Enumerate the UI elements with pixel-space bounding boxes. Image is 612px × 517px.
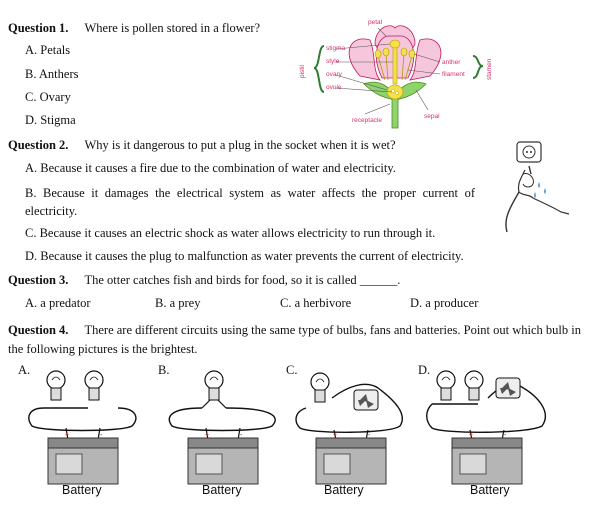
fan-icon	[495, 377, 521, 399]
fan-icon	[353, 389, 379, 411]
q2-option-b[interactable]: B. Because it damages the electrical sys…	[25, 186, 475, 218]
q2-option-a[interactable]: A. Because it causes a fire due to the c…	[25, 161, 396, 175]
bulb-icon	[310, 372, 330, 403]
battery-caption-a: Battery	[62, 483, 102, 497]
q1-option-c[interactable]: C. Ovary	[25, 90, 71, 104]
svg-text:+: +	[65, 432, 69, 439]
label-receptacle: receptacle	[352, 117, 382, 124]
q4-option-a[interactable]: A.	[18, 363, 31, 377]
q3-header: Question 3. The otter catches fish and b…	[8, 273, 400, 288]
wet-plug-illustration	[505, 141, 570, 233]
q4-option-c[interactable]: C.	[286, 363, 298, 377]
circuit-c[interactable]: + - Battery	[286, 366, 414, 506]
q4-option-b[interactable]: B.	[158, 363, 170, 377]
label-stamen: stamen	[486, 58, 493, 80]
bulb-icon	[84, 370, 104, 401]
svg-text:+: +	[333, 432, 337, 439]
bulb-icon	[436, 370, 456, 401]
circuit-b[interactable]: + - Battery	[158, 366, 286, 506]
q2-option-d[interactable]: D. Because it causes the plug to malfunc…	[25, 249, 464, 263]
stamen-brace	[472, 55, 484, 79]
svg-text:+: +	[469, 432, 473, 439]
plug-cable-icon	[505, 191, 520, 233]
battery-icon: + -	[47, 432, 119, 485]
svg-text:+: +	[205, 432, 209, 439]
pistil-brace	[313, 45, 325, 93]
q4-option-d[interactable]: D.	[418, 363, 431, 377]
label-petal: petal	[368, 19, 383, 26]
style-shape	[392, 45, 398, 85]
q1-label: Question 1.	[8, 21, 69, 35]
circuit-d[interactable]: + - Battery	[418, 366, 558, 506]
label-ovule: ovule	[326, 84, 342, 91]
q4-question: There are different circuits using the s…	[8, 323, 581, 356]
battery-icon: + -	[187, 432, 259, 485]
q1-question: Where is pollen stored in a flower?	[84, 21, 261, 35]
socket-icon	[516, 141, 542, 163]
battery-caption-d: Battery	[470, 483, 510, 497]
q4-label: Question 4.	[8, 323, 69, 337]
q2-header: Question 2. Why is it dangerous to put a…	[8, 138, 396, 153]
q2-label: Question 2.	[8, 138, 69, 152]
svg-text:-: -	[368, 432, 371, 439]
flower-diagram: petal stigma style ovary ovule anther fi…	[299, 19, 493, 129]
battery-icon: + -	[315, 432, 387, 485]
label-ovary: ovary	[326, 71, 343, 78]
q3-option-c[interactable]: C. a herbivore	[280, 296, 352, 310]
bulb-icon	[46, 370, 66, 401]
q3-question: The otter catches fish and birds for foo…	[84, 273, 401, 287]
svg-text:-: -	[100, 432, 103, 439]
q3-option-d[interactable]: D. a producer	[410, 296, 479, 310]
q4-header: Question 4. There are different circuits…	[8, 321, 598, 359]
label-filament: filament	[442, 71, 465, 78]
label-style: style	[326, 58, 340, 65]
stamen-shapes	[377, 53, 413, 81]
bulb-icon	[204, 370, 224, 401]
battery-icon: + -	[451, 432, 523, 485]
q1-option-b[interactable]: B. Anthers	[25, 67, 79, 81]
battery-caption-b: Battery	[202, 483, 242, 497]
q1-header: Question 1. Where is pollen stored in a …	[8, 21, 260, 36]
q2-question: Why is it dangerous to put a plug in the…	[84, 138, 396, 152]
label-sepal: sepal	[424, 113, 440, 120]
label-anther: anther	[442, 59, 461, 66]
q2-option-c[interactable]: C. Because it causes an electric shock a…	[25, 226, 436, 240]
stem-shape	[391, 97, 399, 129]
q1-option-d[interactable]: D. Stigma	[25, 113, 76, 127]
q1-option-a[interactable]: A. Petals	[25, 43, 71, 57]
q3-label: Question 3.	[8, 273, 69, 287]
stigma-shape	[389, 39, 401, 49]
hand-icon	[517, 169, 570, 215]
label-pistil: pistil	[299, 64, 306, 78]
ovary-shape	[386, 84, 404, 100]
svg-text:-: -	[240, 432, 243, 439]
q3-option-b[interactable]: B. a prey	[155, 296, 201, 310]
circuit-a[interactable]: + - Battery	[18, 366, 146, 506]
q3-option-a[interactable]: A. a predator	[25, 296, 91, 310]
label-stigma: stigma	[326, 45, 346, 52]
battery-caption-c: Battery	[324, 483, 364, 497]
bulb-icon	[464, 370, 484, 401]
svg-text:-: -	[504, 432, 507, 439]
